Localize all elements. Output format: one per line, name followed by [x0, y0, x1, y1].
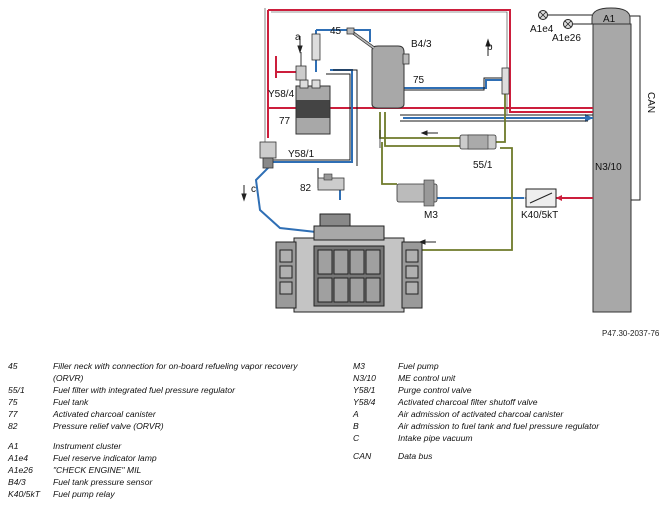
- label-y58-4: Y58/4: [268, 89, 295, 100]
- legend-row: 55/1 Fuel filter with integrated fuel pre…: [8, 384, 308, 396]
- legend-key: Y58/4: [353, 397, 376, 407]
- legend-text: Air admission to fuel tank and fuel pres…: [398, 421, 600, 431]
- legend-left: 45 Filler neck with connection for on-boa…: [8, 360, 308, 500]
- charcoal-canister-77: [295, 79, 331, 135]
- legend-text: Fuel tank: [53, 397, 89, 407]
- legend-row: B4/3 Fuel tank pressure sensor: [8, 476, 308, 488]
- legend-text: Purge control valve: [398, 385, 472, 395]
- legend-key: 55/1: [8, 385, 25, 395]
- legend-text: Pressure relief valve (ORVR): [53, 421, 164, 431]
- label-45: 45: [330, 26, 342, 37]
- legend-key: B4/3: [8, 477, 26, 487]
- tank-pressure-sensor-b4-3: [402, 53, 410, 65]
- legend-row: N3/10 ME control unit: [353, 372, 658, 384]
- label-b: b: [487, 42, 493, 53]
- legend-row: Y58/4 Activated charcoal filter shutoff v…: [353, 396, 658, 408]
- legend-key: M3: [353, 361, 365, 371]
- label-77: 77: [279, 116, 291, 127]
- label-55-1: 55/1: [473, 160, 493, 171]
- legend-row: C Intake pipe vacuum: [353, 432, 658, 444]
- legend-text: Intake pipe vacuum: [398, 433, 473, 443]
- label-a1: A1: [603, 14, 616, 25]
- legend-row: CAN Data bus: [353, 450, 658, 462]
- legend-row: 82 Pressure relief valve (ORVR): [8, 420, 308, 432]
- legend-text: Activated charcoal filter shutoff valve: [398, 397, 538, 407]
- label-82: 82: [300, 183, 312, 194]
- legend-key: 82: [8, 421, 18, 431]
- legend-text: Activated charcoal canister: [53, 409, 156, 419]
- can-bus-line: [630, 15, 641, 201]
- legend-key: Y58/1: [353, 385, 376, 395]
- legend-text: Fuel pump: [398, 361, 439, 371]
- legend-text: Air admission of activated charcoal cani…: [398, 409, 564, 419]
- label-a1e26: A1e26: [552, 33, 581, 44]
- label-can: CAN: [645, 92, 656, 113]
- legend-key: A1e26: [8, 465, 33, 475]
- legend-text: Fuel filter with integrated fuel pressur…: [53, 385, 235, 395]
- legend-row: A Air admission of activated charcoal can…: [353, 408, 658, 420]
- legend-key: CAN: [353, 451, 372, 461]
- legend-key: 77: [8, 409, 18, 419]
- legend-key: N3/10: [353, 373, 376, 383]
- legend-text: "CHECK ENGINE" MIL: [53, 465, 142, 475]
- fuel-pump-m3: [396, 179, 438, 207]
- filler-neck-45: [346, 27, 375, 50]
- label-k40-5kt: K40/5kT: [521, 210, 558, 221]
- figure-reference: P47.30-2037-76: [602, 329, 660, 338]
- engine: [275, 213, 423, 313]
- legend-row: A1e4 Fuel reserve indicator lamp: [8, 452, 308, 464]
- legend-key: 45: [8, 361, 18, 371]
- control-unit-n3-10: [592, 23, 632, 313]
- label-a1e4: A1e4: [530, 24, 554, 35]
- legend-key: K40/5kT: [8, 489, 41, 499]
- air-admission-b-fitting: [501, 67, 510, 95]
- legend-text: Fuel tank pressure sensor: [53, 477, 153, 487]
- label-n3-10: N3/10: [595, 162, 622, 173]
- label-c: c: [251, 184, 256, 195]
- legend-row: A1 Instrument cluster: [8, 440, 308, 452]
- label-y58-1: Y58/1: [288, 149, 315, 160]
- legend-row: 75 Fuel tank: [8, 396, 308, 408]
- fuel-pump-relay-k40-5kt: [525, 188, 557, 208]
- label-75: 75: [413, 75, 425, 86]
- fuel-reserve-lamp-a1e4: [538, 10, 592, 20]
- shutoff-valve-y58-4: [295, 52, 307, 81]
- label-m3: M3: [424, 210, 438, 221]
- legend-key: A1e4: [8, 453, 29, 463]
- pressure-relief-valve-82: [317, 173, 345, 191]
- legend-text: Filler neck with connection for on-board…: [53, 361, 298, 383]
- legend-text: ME control unit: [398, 373, 456, 383]
- legend-row: M3 Fuel pump: [353, 360, 658, 372]
- legend-row: A1e26 "CHECK ENGINE" MIL: [8, 464, 308, 476]
- purge-control-valve-y58-1: [259, 141, 277, 169]
- legend-key: A: [353, 409, 359, 419]
- check-engine-lamp-a1e26: [563, 19, 592, 29]
- fuel-tank-75: [371, 45, 405, 109]
- legend-text: Data bus: [398, 451, 433, 461]
- legend-text: Instrument cluster: [53, 441, 122, 451]
- fuel-system-diagram: 45 B4/3 75 a b Y58/4 77 Y58/1 c 82 55/1 …: [241, 7, 660, 338]
- legend-key: 75: [8, 397, 18, 407]
- fuel-filter-55-1: [459, 134, 497, 150]
- legend-text: Fuel pump relay: [53, 489, 115, 499]
- legend-row: 45 Filler neck with connection for on-boa…: [8, 360, 308, 384]
- legend-row: B Air admission to fuel tank and fuel pre…: [353, 420, 658, 432]
- legend-row: K40/5kT Fuel pump relay: [8, 488, 308, 500]
- legend-row: 77 Activated charcoal canister: [8, 408, 308, 420]
- label-b4-3: B4/3: [411, 39, 432, 50]
- label-a: a: [295, 32, 301, 43]
- instrument-cluster-a1: [591, 7, 631, 25]
- legend-key: B: [353, 421, 359, 431]
- legend-key: A1: [8, 441, 19, 451]
- legend-text: Fuel reserve indicator lamp: [53, 453, 157, 463]
- flow-arrows: [241, 36, 491, 245]
- air-admission-a-fitting: [311, 33, 321, 61]
- legend-key: C: [353, 433, 360, 443]
- legend-row: Y58/1 Purge control valve: [353, 384, 658, 396]
